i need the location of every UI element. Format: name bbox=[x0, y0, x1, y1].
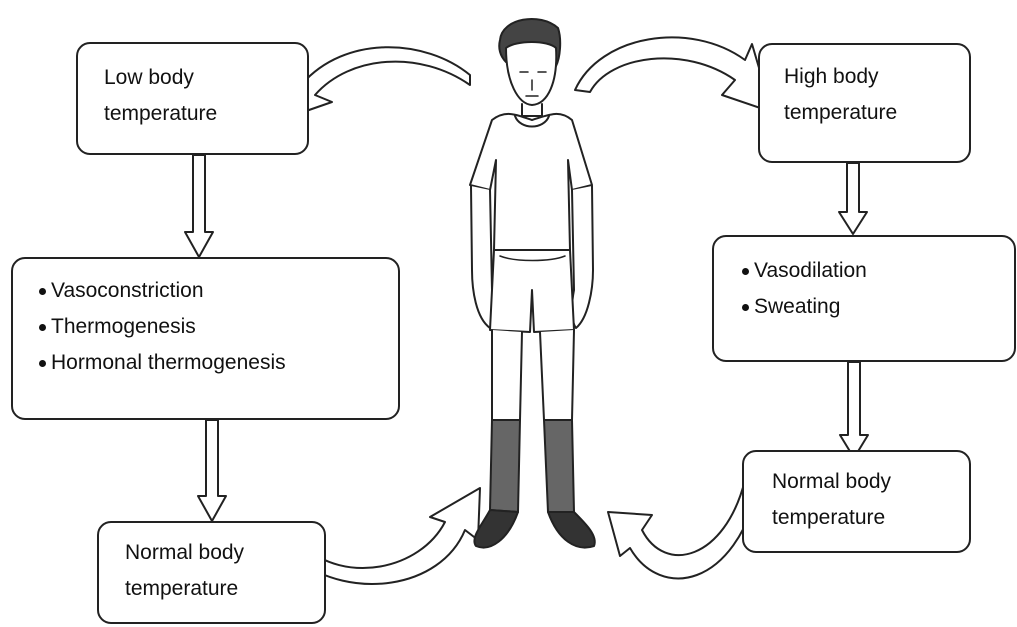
curved-arrow-right-normal-to-person bbox=[608, 480, 760, 578]
response-vasoconstriction: Vasoconstriction bbox=[38, 273, 286, 309]
cold-responses-list: Vasoconstriction Thermogenesis Hormonal … bbox=[38, 273, 286, 381]
heat-responses-box: Vasodilation Sweating bbox=[712, 235, 1016, 362]
standing-person-icon bbox=[470, 19, 595, 548]
left-normal-body-temperature-box: Normal body temperature bbox=[97, 521, 326, 624]
down-arrow-right-1 bbox=[839, 163, 867, 234]
down-arrow-right-2 bbox=[840, 362, 868, 458]
curved-arrow-to-high-temp bbox=[575, 37, 772, 112]
high-body-temperature-label: High body temperature bbox=[784, 59, 934, 131]
high-body-temperature-box: High body temperature bbox=[758, 43, 971, 163]
low-body-temperature-box: Low body temperature bbox=[76, 42, 309, 155]
right-normal-body-temperature-box: Normal body temperature bbox=[742, 450, 971, 553]
response-hormonal-thermogenesis: Hormonal thermogenesis bbox=[38, 345, 286, 381]
low-body-temperature-label: Low body temperature bbox=[104, 60, 254, 132]
response-vasodilation: Vasodilation bbox=[741, 253, 867, 289]
down-arrow-left-2 bbox=[198, 420, 226, 521]
response-sweating: Sweating bbox=[741, 289, 867, 325]
down-arrow-left-1 bbox=[185, 155, 213, 257]
cold-responses-box: Vasoconstriction Thermogenesis Hormonal … bbox=[11, 257, 400, 420]
response-thermogenesis: Thermogenesis bbox=[38, 309, 286, 345]
right-normal-body-temperature-label: Normal body temperature bbox=[772, 464, 922, 536]
curved-arrow-to-low-temp bbox=[286, 47, 470, 118]
heat-responses-list: Vasodilation Sweating bbox=[741, 253, 867, 325]
left-normal-body-temperature-label: Normal body temperature bbox=[125, 535, 275, 607]
